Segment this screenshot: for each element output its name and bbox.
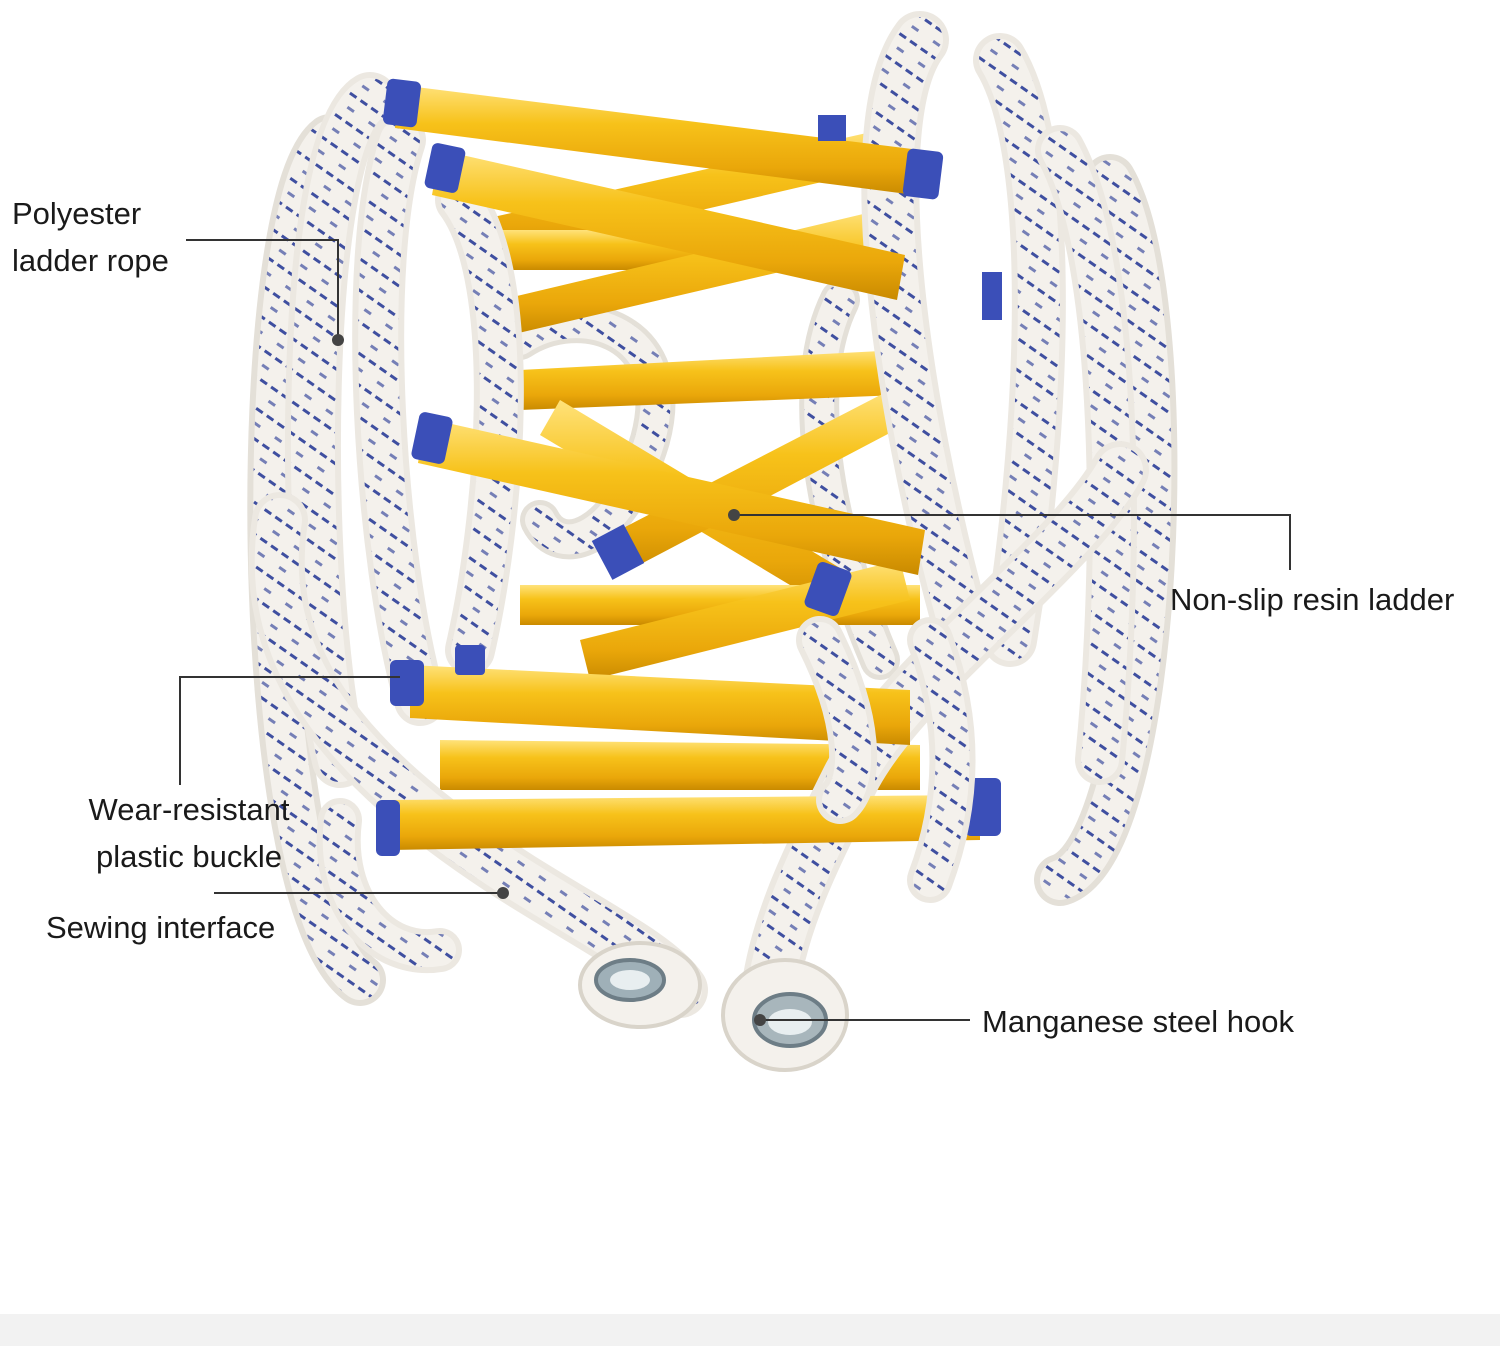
label-manganese-steel-hook: Manganese steel hook: [982, 1004, 1294, 1039]
leader-buckle: [179, 676, 400, 785]
label-rope-line2: ladder rope: [12, 243, 169, 278]
bottom-band: [0, 1314, 1500, 1346]
label-polyester-ladder-rope: Polyester ladder rope: [12, 190, 169, 284]
label-sewing-interface: Sewing interface: [46, 910, 276, 945]
annotation-leaders: [179, 239, 1291, 1026]
leader-resin: [734, 514, 1291, 570]
label-rope-line1: Polyester: [12, 196, 142, 231]
manganese-steel-hooks: [578, 941, 849, 1072]
label-buckle-line2: plastic buckle: [95, 839, 283, 874]
leader-rope: [186, 239, 339, 340]
label-non-slip-resin-ladder: Non-slip resin ladder: [1170, 582, 1455, 617]
rope-overlays: [796, 616, 976, 903]
label-buckle-line1: Wear-resistant: [88, 792, 290, 827]
label-wear-resistant-plastic-buckle: Wear-resistant plastic buckle: [74, 786, 304, 880]
